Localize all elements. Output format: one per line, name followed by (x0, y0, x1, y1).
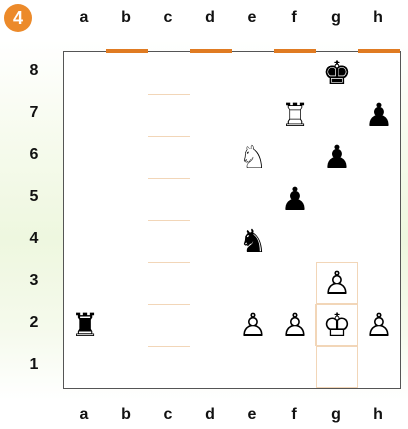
white-pawn-icon[interactable]: ♙ (274, 304, 316, 346)
file-label-bottom-g: g (326, 406, 346, 424)
rank-label-6: 6 (24, 146, 44, 164)
white-rook-icon[interactable]: ♖ (274, 94, 316, 136)
file-label-top-h: h (368, 9, 388, 27)
file-label-bottom-e: e (242, 406, 262, 424)
square-c3[interactable] (148, 262, 190, 304)
black-knight-icon[interactable]: ♞ (232, 220, 274, 262)
file-label-bottom-h: h (368, 406, 388, 424)
file-label-top-f: f (284, 9, 304, 27)
square-c2[interactable] (148, 304, 190, 346)
white-pawn-icon[interactable]: ♙ (358, 304, 400, 346)
rank-label-5: 5 (24, 188, 44, 206)
square-c1[interactable] (148, 346, 190, 388)
square-c5[interactable] (148, 178, 190, 220)
black-pawn-icon[interactable]: ♟ (316, 136, 358, 178)
file-label-top-e: e (242, 9, 262, 27)
file-label-top-b: b (116, 9, 136, 27)
file-marker-f (274, 49, 316, 53)
white-pawn-icon[interactable]: ♙ (316, 262, 358, 304)
file-label-bottom-d: d (200, 406, 220, 424)
black-king-icon[interactable]: ♚ (316, 52, 358, 94)
black-rook-icon[interactable]: ♜ (64, 304, 106, 346)
rank-label-7: 7 (24, 104, 44, 122)
white-king-icon[interactable]: ♔ (316, 304, 358, 346)
rank-label-1: 1 (24, 356, 44, 374)
square-c6[interactable] (148, 136, 190, 178)
file-label-bottom-a: a (74, 406, 94, 424)
rank-label-4: 4 (24, 230, 44, 248)
file-label-top-g: g (326, 9, 346, 27)
square-g1[interactable] (316, 346, 358, 388)
black-pawn-icon[interactable]: ♟ (358, 94, 400, 136)
file-label-top-a: a (74, 9, 94, 27)
file-label-bottom-b: b (116, 406, 136, 424)
file-label-top-c: c (158, 9, 178, 27)
chess-board[interactable]: ♚ ♖ ♟ ♘ ♟ ♟ ♞ ♙ ♜ ♙ ♙ ♔ ♙ (63, 51, 401, 389)
rank-label-3: 3 (24, 272, 44, 290)
rank-label-8: 8 (24, 62, 44, 80)
puzzle-number-badge: 4 (4, 4, 32, 32)
square-c4[interactable] (148, 220, 190, 262)
white-pawn-icon[interactable]: ♙ (232, 304, 274, 346)
file-label-bottom-f: f (284, 406, 304, 424)
square-c7[interactable] (148, 94, 190, 136)
file-marker-h (358, 49, 400, 53)
file-marker-b (106, 49, 148, 53)
rank-label-2: 2 (24, 314, 44, 332)
file-label-bottom-c: c (158, 406, 178, 424)
file-label-top-d: d (200, 9, 220, 27)
black-pawn-icon[interactable]: ♟ (274, 178, 316, 220)
white-knight-icon[interactable]: ♘ (232, 136, 274, 178)
file-marker-d (190, 49, 232, 53)
